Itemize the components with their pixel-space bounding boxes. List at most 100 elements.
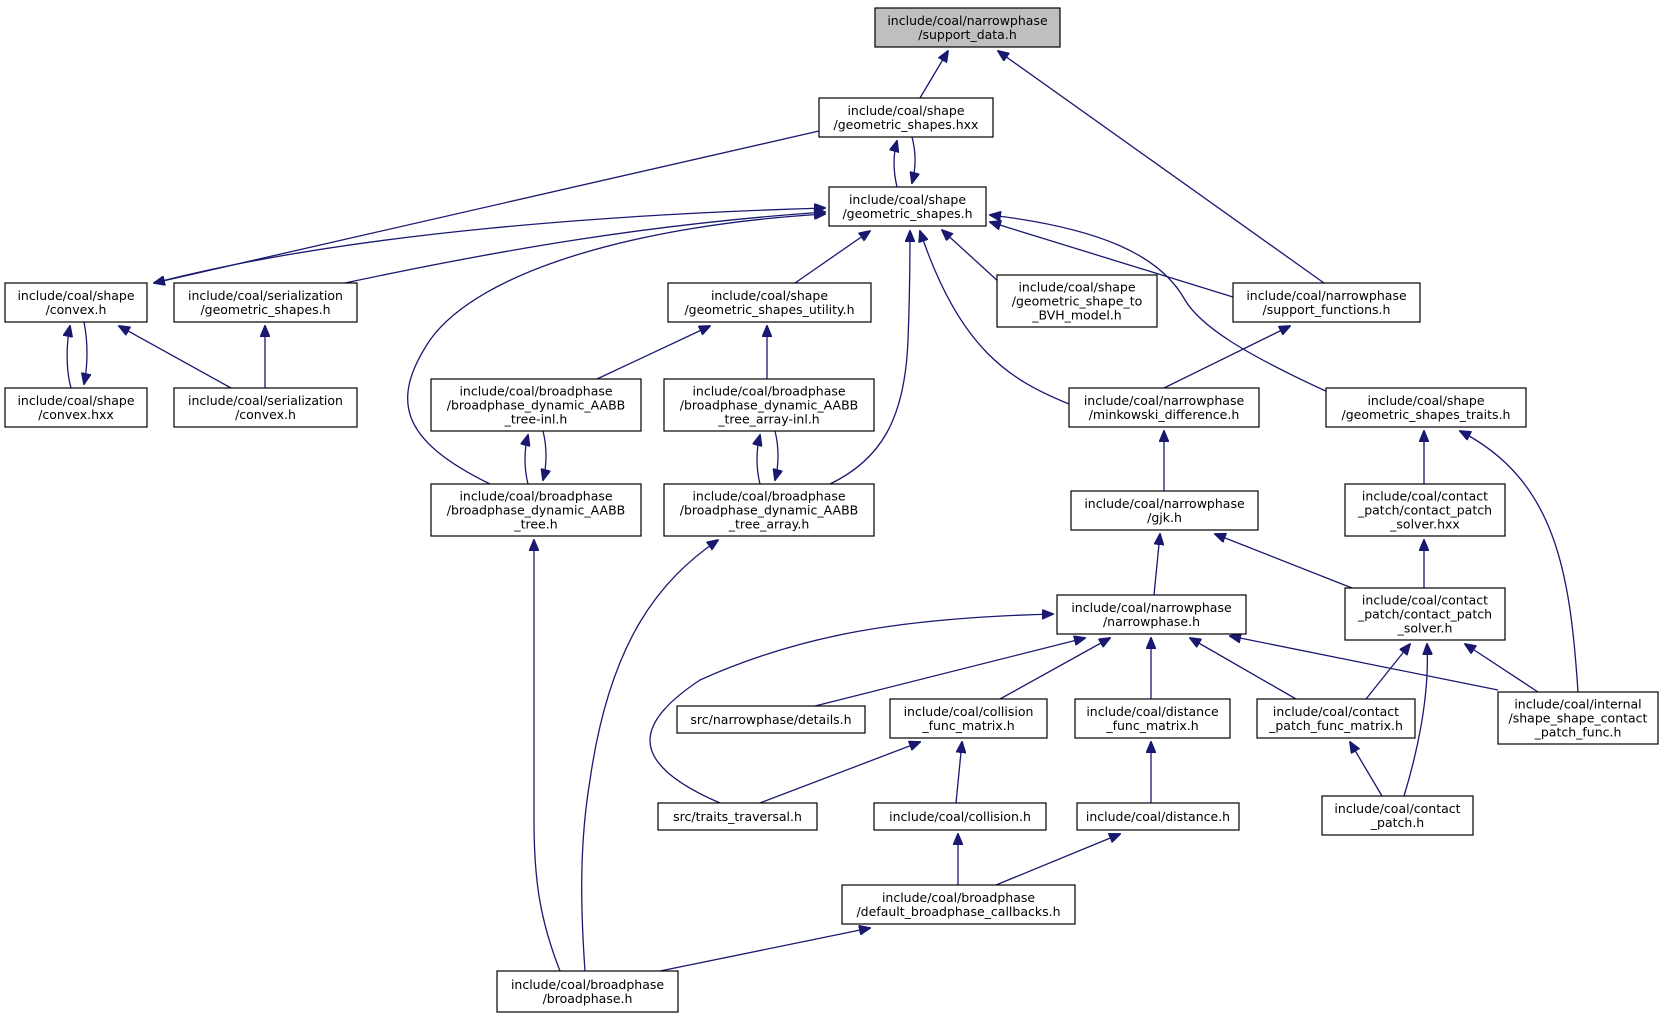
node-gs-hxx[interactable]: include/coal/shape/geometric_shapes.hxx (818, 97, 994, 138)
nodes-layer: include/coal/narrowphase/support_data.hi… (4, 7, 1659, 1013)
node-label-line: _patch_func.h (1534, 725, 1622, 740)
node-box (1344, 587, 1506, 641)
edge-line (999, 638, 1110, 700)
node-box (496, 970, 679, 1013)
edge-bp_aabb-bp_aabb_inl (525, 435, 528, 485)
edge-line (894, 141, 897, 188)
node-support-functions[interactable]: include/coal/narrowphase/support_functio… (1232, 282, 1421, 323)
node-label-line: include/coal/shape (711, 288, 828, 303)
node-cps-h[interactable]: include/coal/contact_patch/contact_patch… (1344, 587, 1506, 641)
edge-internal_sscp-gs_traits (1460, 431, 1579, 693)
node-box (873, 802, 1047, 831)
node-box (1076, 802, 1240, 831)
node-label-line: include/coal/distance (1086, 704, 1219, 719)
edge-line (1465, 644, 1539, 693)
edge-line (990, 222, 1234, 298)
node-label-line: include/coal/narrowphase (1071, 600, 1232, 615)
node-label-line: /narrowphase.h (1103, 614, 1200, 629)
edge-broadphase-bp_aabb (534, 540, 561, 972)
edge-line (581, 540, 718, 972)
node-ser-gs[interactable]: include/coal/serialization/geometric_sha… (173, 282, 358, 323)
node-convex-h[interactable]: include/coal/shape/convex.h (4, 282, 148, 323)
edge-gs_util-gs_h (794, 231, 870, 284)
node-gs-util[interactable]: include/coal/shape/geometric_shapes_util… (667, 282, 872, 323)
edge-line (775, 430, 778, 480)
node-label-line: include/coal/narrowphase (887, 13, 1048, 28)
node-traits-trav[interactable]: src/traits_traversal.h (657, 802, 818, 831)
node-box (430, 378, 642, 432)
edge-line (154, 130, 820, 283)
node-convex-hxx[interactable]: include/coal/shape/convex.hxx (4, 387, 148, 428)
node-box (430, 483, 642, 537)
node-label-line: _func_matrix.h (921, 718, 1014, 733)
node-gs-to-bvh[interactable]: include/coal/shape/geometric_shape_to_BV… (996, 274, 1158, 328)
node-coll-fm[interactable]: include/coal/collision_func_matrix.h (889, 698, 1048, 739)
edge-line (990, 215, 1331, 394)
node-label-line: _patch_func_matrix.h (1268, 718, 1403, 733)
edge-convex_h-convex_hxx (84, 321, 87, 384)
node-box (1325, 387, 1527, 428)
node-label-line: /convex.h (235, 407, 296, 422)
node-broadphase[interactable]: include/coal/broadphase/broadphase.h (496, 970, 679, 1013)
edge-gs_to_bvh-gs_h (942, 230, 1001, 284)
node-bp-aabb-arr-inl[interactable]: include/coal/broadphase/broadphase_dynam… (663, 378, 875, 432)
node-gjk[interactable]: include/coal/narrowphase/gjk.h (1070, 490, 1259, 531)
node-label-line: include/coal/collision.h (889, 809, 1031, 824)
node-box (676, 705, 866, 734)
node-label-line: include/coal/contact (1362, 489, 1488, 504)
node-label-line: include/coal/shape (17, 393, 134, 408)
edge-line (67, 326, 71, 389)
edge-line (998, 51, 1325, 284)
edge-dbc-distance (995, 834, 1120, 886)
node-contact-patch[interactable]: include/coal/contact_patch.h (1321, 795, 1474, 836)
node-label-line: include/coal/narrowphase (1084, 393, 1245, 408)
node-label-line: include/coal/broadphase (511, 977, 664, 992)
node-internal-sscp[interactable]: include/coal/internal/shape_shape_contac… (1497, 691, 1659, 745)
node-label-line: /geometric_shapes.h (842, 206, 972, 221)
edge-contact_patch-cps_h (1403, 644, 1427, 797)
node-box (667, 282, 872, 323)
node-label-line: _patch/contact_patch (1357, 607, 1492, 622)
edge-gs_hxx-convex_h (154, 130, 820, 283)
edge-line (543, 430, 546, 480)
edge-coll_fm-narrowphase (999, 638, 1110, 700)
edge-bp_aabb_arr-gs_h (829, 231, 910, 485)
node-label-line: include/coal/shape (847, 103, 964, 118)
node-minkowski[interactable]: include/coal/narrowphase/minkowski_diffe… (1068, 387, 1260, 428)
node-box (1070, 490, 1259, 531)
edge-line (829, 231, 910, 485)
edge-gs_hxx-gs_h (912, 136, 915, 183)
node-label-line: /broadphase_dynamic_AABB (447, 398, 626, 413)
edge-line (1460, 431, 1579, 693)
node-bp-aabb[interactable]: include/coal/broadphase/broadphase_dynam… (430, 483, 642, 537)
node-label-line: include/coal/shape (849, 192, 966, 207)
node-label-line: include/coal/broadphase (882, 890, 1035, 905)
node-label-line: /minkowski_difference.h (1089, 407, 1240, 422)
node-cps-hxx[interactable]: include/coal/contact_patch/contact_patch… (1344, 483, 1506, 537)
edge-minkowski-gs_h (920, 231, 1070, 405)
node-gs-h[interactable]: include/coal/shape/geometric_shapes.h (828, 186, 987, 227)
edge-line (912, 136, 915, 183)
node-label-line: /convex.h (46, 302, 107, 317)
edge-line (759, 742, 920, 804)
edge-line (1215, 534, 1353, 589)
node-gs-traits[interactable]: include/coal/shape/geometric_shapes_trai… (1325, 387, 1527, 428)
node-narrowphase[interactable]: include/coal/narrowphase/narrowphase.h (1056, 594, 1247, 635)
node-bp-aabb-arr[interactable]: include/coal/broadphase/broadphase_dynam… (663, 483, 875, 537)
edge-line (659, 928, 870, 972)
node-label-line: include/coal/collision (904, 704, 1034, 719)
node-cp-fm[interactable]: include/coal/contact_patch_func_matrix.h (1256, 698, 1416, 739)
node-collision[interactable]: include/coal/collision.h (873, 802, 1047, 831)
edge-bp_aabb_inl-bp_aabb (543, 430, 546, 480)
edge-ser_convex-convex_h (119, 326, 232, 389)
node-details[interactable]: src/narrowphase/details.h (676, 705, 866, 734)
node-label-line: /broadphase.h (543, 991, 633, 1006)
node-ser-convex[interactable]: include/coal/serialization/convex.h (173, 387, 358, 428)
node-dist-fm[interactable]: include/coal/distance_func_matrix.h (1074, 698, 1231, 739)
node-bp-aabb-inl[interactable]: include/coal/broadphase/broadphase_dynam… (430, 378, 642, 432)
node-box (1497, 691, 1659, 745)
node-label-line: include/coal/shape (17, 288, 134, 303)
node-support-data[interactable]: include/coal/narrowphase/support_data.h (874, 7, 1061, 48)
node-dbc[interactable]: include/coal/broadphase/default_broadpha… (841, 884, 1076, 925)
node-distance[interactable]: include/coal/distance.h (1076, 802, 1240, 831)
